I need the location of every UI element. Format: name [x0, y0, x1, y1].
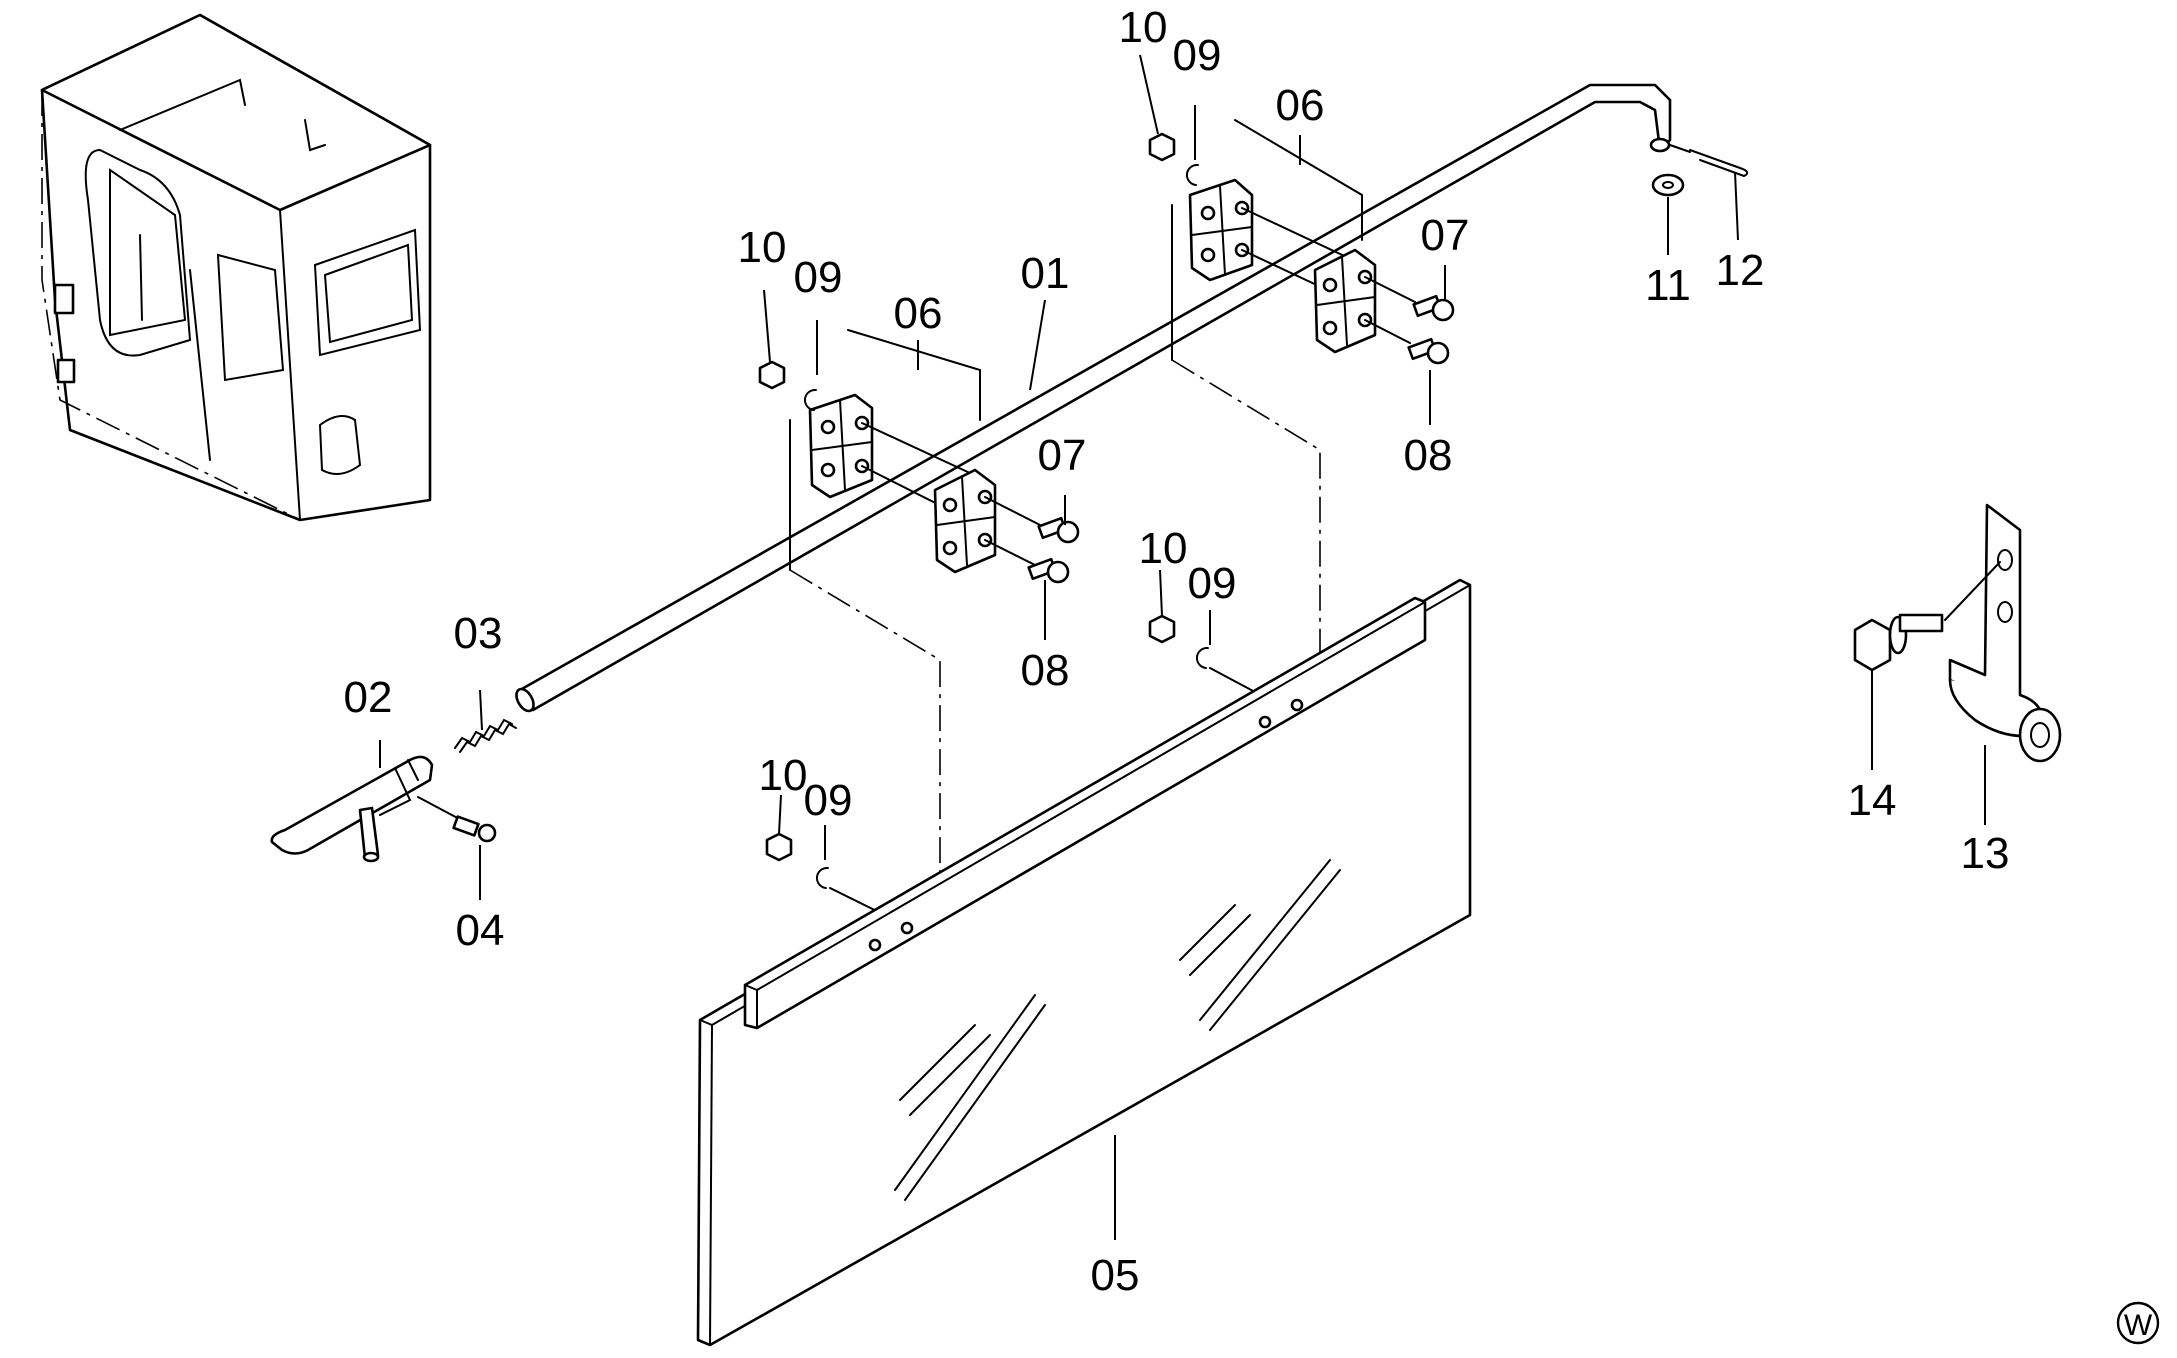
w-mark: W	[2116, 1301, 2160, 1345]
screw-07-right	[1412, 294, 1455, 322]
nut-10-d	[765, 832, 793, 862]
screw-08-left	[1027, 557, 1070, 584]
washer-11	[1651, 173, 1685, 197]
callout-11: 11	[1645, 261, 1691, 310]
washer-09-d	[816, 866, 829, 889]
callouts: 01 02 03 04 05 06 06 07 07 08 08 09 09 0…	[344, 3, 2010, 1300]
glass-reflection	[894, 859, 1341, 1201]
callout-14: 14	[1848, 776, 1897, 825]
callout-04: 04	[456, 906, 505, 955]
bracket-assembly	[1853, 503, 2062, 763]
w-mark-letter: W	[2124, 1309, 2153, 1342]
washer-09-a	[1186, 163, 1199, 186]
callout-05: 05	[1091, 1251, 1140, 1300]
lock-pin-assembly	[270, 718, 517, 863]
callout-09-c: 09	[1188, 559, 1237, 608]
callout-07-left: 07	[1038, 431, 1087, 480]
bracket-13	[1948, 503, 2022, 712]
nut-10-a	[1148, 132, 1176, 162]
callout-13: 13	[1961, 829, 2010, 878]
bolt-04	[417, 796, 497, 843]
pin-02	[270, 755, 434, 855]
glass-rail	[743, 596, 1427, 1030]
hinge-assembly-left	[789, 329, 1041, 930]
callout-09-a: 09	[1173, 31, 1222, 80]
callout-10-c: 10	[1139, 524, 1188, 573]
callout-12: 12	[1716, 246, 1765, 295]
callout-06-right: 06	[1276, 81, 1325, 130]
screw-07-left	[1037, 516, 1080, 544]
cab-reference-drawing	[40, 13, 432, 522]
washer-09-b	[804, 388, 817, 411]
screws	[1027, 294, 1455, 584]
callout-10-d: 10	[759, 751, 808, 800]
callout-10-a: 10	[1119, 3, 1168, 52]
washer-09-c	[1196, 646, 1209, 669]
screw-08-right	[1407, 337, 1450, 365]
callout-02: 02	[344, 673, 393, 722]
callout-08-left: 08	[1021, 646, 1070, 695]
spring-03	[454, 718, 517, 753]
callout-06-left: 06	[894, 289, 943, 338]
hinge-assembly-right	[1171, 119, 1416, 715]
glass-panel	[696, 578, 1472, 1347]
callout-08-right: 08	[1404, 431, 1453, 480]
end-parts	[1651, 144, 1749, 197]
callout-09-d: 09	[804, 776, 853, 825]
callout-09-b: 09	[794, 253, 843, 302]
shaft-rod	[515, 83, 1672, 713]
nut-10-c	[1148, 614, 1176, 644]
pin-12	[1689, 149, 1749, 178]
callout-03: 03	[454, 609, 503, 658]
callout-10-b: 10	[738, 223, 787, 272]
callout-07-right: 07	[1421, 211, 1470, 260]
callout-01: 01	[1021, 249, 1070, 298]
leader-lines	[379, 54, 1986, 1240]
bolt-14	[1853, 561, 2001, 672]
nut-10-b	[758, 360, 786, 390]
